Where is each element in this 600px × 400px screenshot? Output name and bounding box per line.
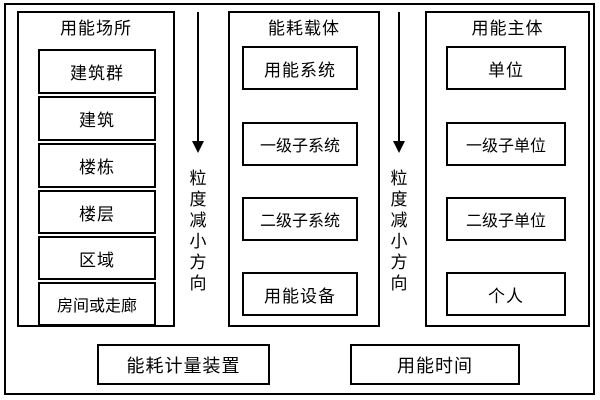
flow-caption-left-char-2: 减: [189, 211, 207, 231]
item-floor[interactable]: 楼层: [38, 190, 156, 234]
down-arrow-head-icon: [393, 141, 405, 153]
flow-caption-left-char-5: 向: [189, 274, 207, 294]
flow-caption-left: 粒 度 减 小 方 向: [187, 169, 209, 295]
item-level1-subunit[interactable]: 一级子单位: [446, 122, 566, 166]
flow-caption-left-char-0: 粒: [189, 169, 207, 189]
flow-caption-right-char-1: 度: [390, 190, 408, 210]
column-title-energy-use-place: 用能场所: [60, 19, 132, 39]
down-arrow-shaft-icon: [197, 12, 199, 144]
item-energy-equipment[interactable]: 用能设备: [242, 272, 358, 316]
flow-caption-right: 粒 度 减 小 方 向: [388, 169, 410, 295]
column-title-energy-use-subject: 用能主体: [471, 19, 544, 39]
column-title-energy-consumption-carrier: 能耗载体: [268, 19, 340, 39]
down-arrow-shaft-icon: [398, 12, 400, 144]
flow-caption-right-char-4: 方: [390, 253, 408, 273]
box-energy-use-time[interactable]: 用能时间: [350, 344, 520, 385]
flow-caption-left-char-1: 度: [189, 190, 207, 210]
down-arrow-head-icon: [192, 141, 204, 153]
flow-caption-left-char-3: 小: [189, 232, 207, 252]
item-energy-system[interactable]: 用能系统: [242, 46, 358, 90]
flow-caption-right-char-0: 粒: [390, 169, 408, 189]
item-building-block[interactable]: 楼栋: [38, 143, 156, 188]
item-unit[interactable]: 单位: [446, 46, 566, 90]
item-level2-subsystem[interactable]: 二级子系统: [242, 197, 358, 241]
item-level2-subunit[interactable]: 二级子单位: [446, 197, 566, 241]
item-level1-subsystem[interactable]: 一级子系统: [242, 122, 358, 166]
item-building[interactable]: 建筑: [38, 96, 156, 141]
flow-caption-right-char-3: 小: [390, 232, 408, 252]
flow-caption-left-char-4: 方: [189, 253, 207, 273]
flow-granularity-left: 粒 度 减 小 方 向: [178, 11, 218, 311]
item-individual[interactable]: 个人: [446, 272, 566, 316]
item-room-or-corridor[interactable]: 房间或走廊: [38, 282, 156, 326]
item-building-cluster[interactable]: 建筑群: [38, 49, 156, 94]
item-area[interactable]: 区域: [38, 236, 156, 280]
flow-caption-right-char-5: 向: [390, 274, 408, 294]
flow-caption-right-char-2: 减: [390, 211, 408, 231]
box-energy-metering-device[interactable]: 能耗计量装置: [97, 344, 270, 385]
flow-granularity-right: 粒 度 减 小 方 向: [379, 11, 419, 311]
